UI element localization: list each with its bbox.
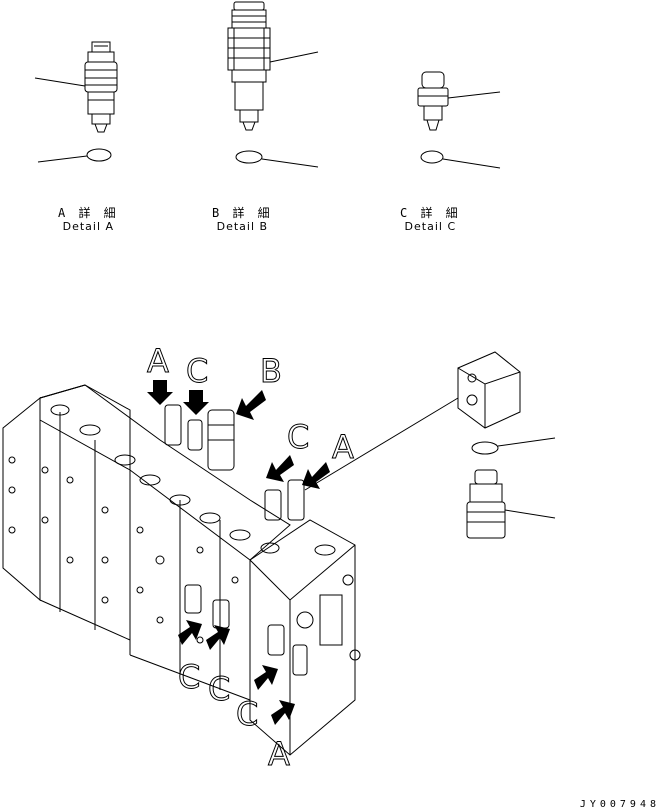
- arrow-c-low1: [178, 620, 202, 645]
- callout-a-bottom: A: [268, 735, 290, 773]
- callout-b-top: B: [260, 352, 282, 390]
- detail-c-check-valve: [417, 71, 501, 131]
- detail-a-relief-valve: [34, 41, 118, 133]
- detail-c-o-ring: [420, 150, 501, 169]
- arrow-c-low3: [254, 665, 278, 690]
- arrow-a-mid: [302, 462, 330, 489]
- detail-b-main-relief-valve: [227, 1, 319, 131]
- indicator-arrows: [147, 380, 330, 725]
- callout-c-low2: C: [208, 670, 230, 708]
- detail-c-jp: C 詳 細: [400, 206, 461, 220]
- document-id: JY007948: [579, 799, 660, 810]
- detail-c-en: Detail C: [404, 220, 457, 233]
- detail-a-o-ring: [37, 148, 112, 163]
- detail-b-caption: B 詳 細 Detail B: [212, 206, 273, 234]
- arrow-b-top: [236, 390, 266, 420]
- control-valve-block: [2, 384, 361, 756]
- arrow-c-mid: [266, 455, 294, 482]
- callout-c-top: C: [186, 352, 208, 390]
- detail-a-caption: A 詳 細 Detail A: [58, 206, 119, 234]
- callout-a-mid: A: [332, 428, 354, 466]
- detail-b-o-ring: [235, 150, 319, 168]
- detail-b-jp: B 詳 細: [212, 206, 273, 220]
- callout-c-low1: C: [178, 658, 200, 696]
- callout-letters: A C B C A C C C A: [147, 342, 355, 774]
- callout-c-mid: C: [287, 418, 309, 456]
- callout-a-top: A: [147, 342, 169, 380]
- arrow-a-bottom: [271, 700, 295, 725]
- arrow-c-top: [183, 390, 209, 415]
- arrow-a-top: [147, 380, 173, 405]
- callout-c-low3: C: [236, 695, 258, 733]
- detail-a-jp: A 詳 細: [58, 206, 119, 220]
- exploded-relief-valve: [304, 351, 556, 539]
- detail-c-caption: C 詳 細 Detail C: [400, 206, 461, 234]
- detail-a-en: Detail A: [62, 220, 115, 233]
- detail-b-en: Detail B: [216, 220, 269, 233]
- arrow-c-low2: [206, 625, 230, 650]
